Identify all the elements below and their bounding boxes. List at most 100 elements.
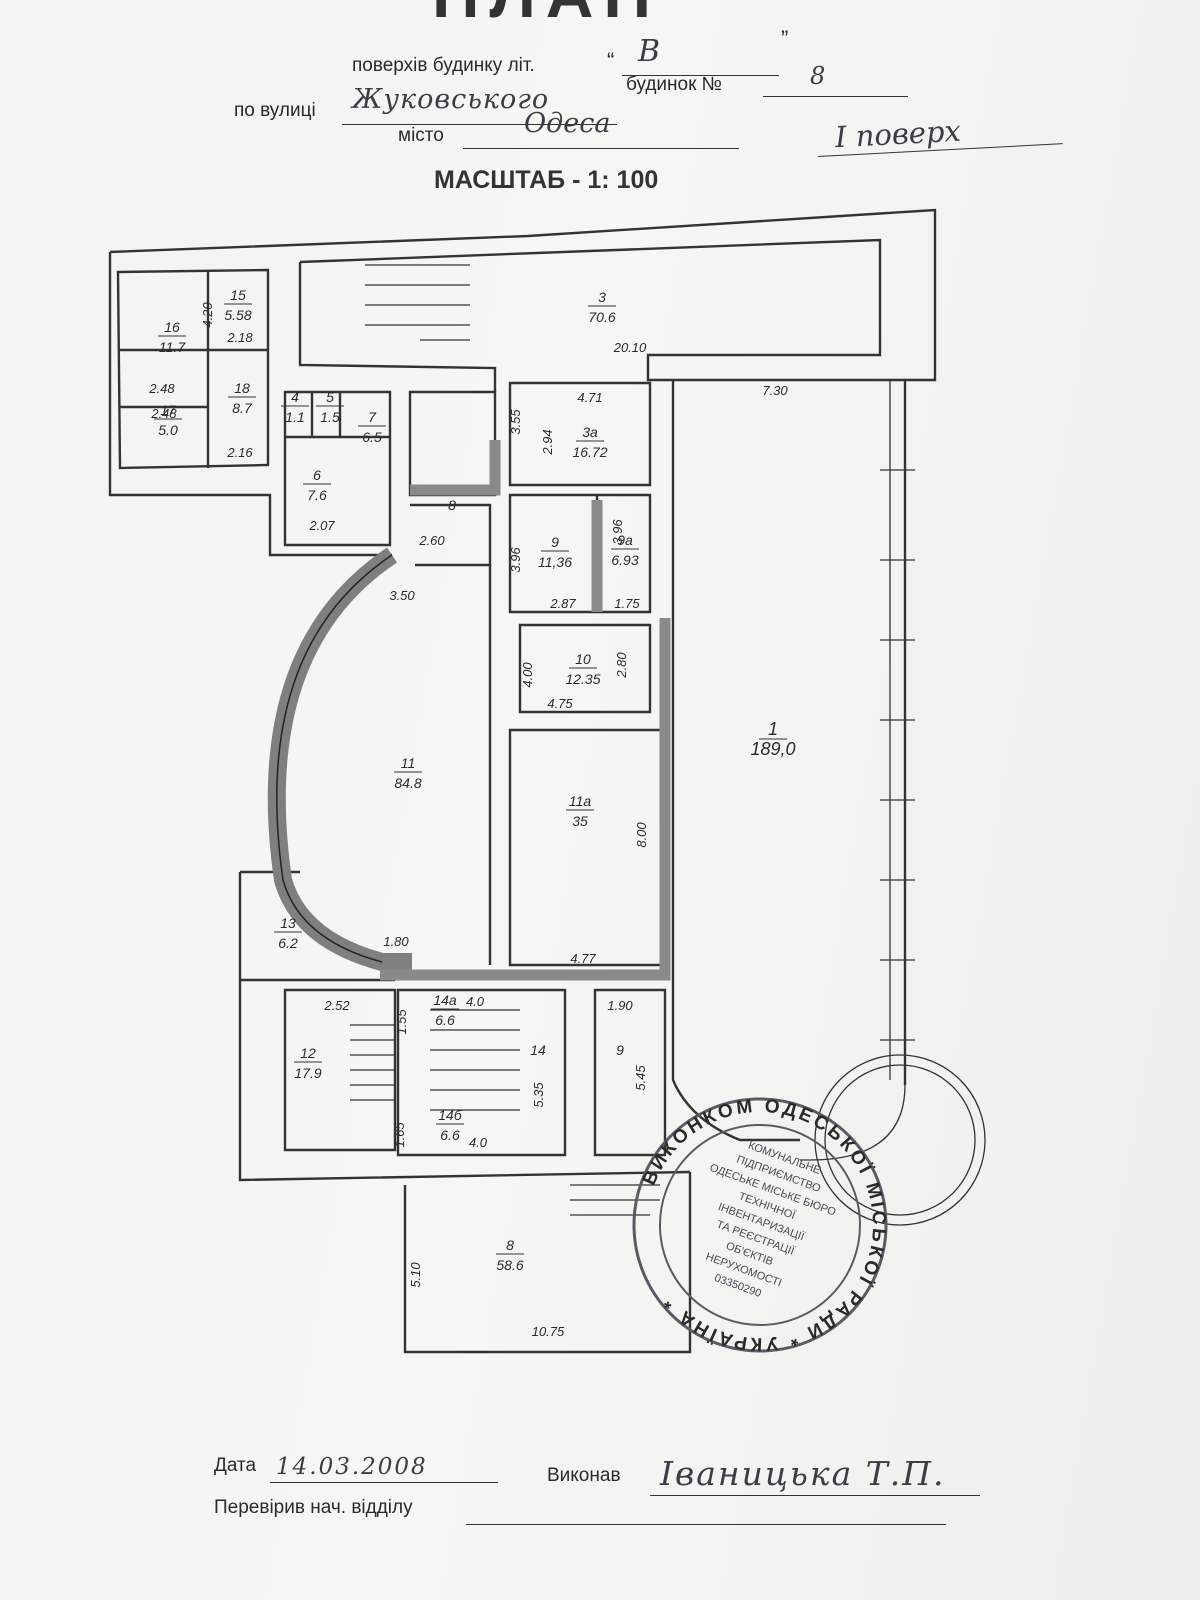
room-number: 10	[575, 651, 591, 667]
room-label: 175.0	[154, 402, 182, 438]
room-label: 136.2	[274, 915, 302, 951]
date-value: 14.03.2008	[276, 1454, 428, 1480]
floors-label: поверхів будинку літ.	[352, 55, 535, 76]
dimension-label: 2.80	[614, 652, 629, 679]
dimension-label: 1.65	[392, 1122, 407, 1148]
room-area: 11.7	[159, 339, 186, 355]
room-label: 188.7	[228, 380, 256, 416]
outer-wall-west-north	[108, 252, 392, 557]
scale-label: МАСШТАБ - 1: 100	[434, 166, 659, 194]
rear-wing-wall	[403, 1172, 692, 1354]
city-name: Одеса	[524, 108, 611, 139]
dimension-label: 2.94	[540, 429, 555, 455]
room-number: 4	[291, 389, 299, 405]
room-area: 6.6	[440, 1127, 460, 1143]
dimension-label: 1.55	[394, 1009, 409, 1035]
room-number: 9	[551, 534, 559, 550]
room-area: 12.35	[565, 671, 600, 687]
room-number: 18	[234, 380, 250, 396]
room-label: 12 17.9	[294, 1045, 322, 1081]
executor-signature: Іваницька Т.П.	[660, 1454, 946, 1493]
room-number: 16	[164, 319, 180, 335]
dimension-label: 2.52	[323, 998, 350, 1013]
dimension-label: 5.10	[408, 1262, 423, 1288]
dimension-label: 4.20	[200, 302, 215, 328]
room-number: 9	[616, 1042, 624, 1058]
room-label: 370.6	[588, 289, 616, 325]
quote-open: “	[607, 48, 615, 73]
room-label: 51.5	[316, 389, 344, 425]
quote-close: ”	[781, 26, 789, 51]
room-number: 3	[598, 289, 606, 305]
house-number: 8	[810, 62, 826, 90]
dimension-label: 1.90	[607, 998, 633, 1013]
checked-label: Перевірив нач. відділу	[214, 1497, 413, 1518]
room-number: 3а	[582, 424, 598, 440]
room-area: 35	[572, 813, 588, 829]
room-area: 189,0	[750, 739, 795, 759]
room-label: 10 12.35	[565, 651, 600, 687]
room-number: 9а	[617, 532, 633, 548]
room-label: 16 11.7	[158, 319, 186, 355]
dimension-label: 5.45	[633, 1065, 648, 1091]
room-label: 858.6	[496, 1237, 524, 1273]
room-label: 41.1	[281, 389, 309, 425]
dimension-label: 4.0	[469, 1135, 488, 1150]
official-stamp: ВИКОНКОМ ОДЕСЬКОЇ МІСЬКОЇ РАДИ * УКРАЇНА…	[594, 1059, 925, 1390]
dimension-label: 3.55	[508, 409, 523, 435]
room-number: 11	[401, 755, 416, 771]
room-number: 8	[506, 1237, 514, 1253]
document-title: ПЛАН	[432, 0, 661, 32]
room-label: 155.58	[224, 287, 252, 323]
room-number: 15	[230, 287, 246, 303]
dimension-label: 4.75	[547, 696, 573, 711]
room-area: 6.6	[435, 1012, 455, 1028]
dimension-label: 3.96	[508, 547, 523, 573]
room-number: 14б	[438, 1107, 463, 1123]
house-label: будинок №	[626, 74, 723, 95]
room-number: 11а	[569, 793, 592, 809]
room-area: 11,36	[538, 554, 572, 570]
room-area: 8.7	[232, 400, 253, 416]
dimension-label: 4.0	[466, 994, 485, 1009]
room-area: 6.2	[278, 935, 298, 951]
dimension-label: 2.60	[418, 533, 445, 548]
room-label: 67.6	[303, 467, 331, 503]
dimension-label: 2.48	[150, 406, 177, 421]
room-number: 17	[160, 402, 177, 418]
room-label: 14	[530, 1042, 546, 1058]
room-number: 1	[768, 719, 778, 739]
dimension-label: 2.87	[549, 596, 576, 611]
room-area: 5.0	[158, 422, 178, 438]
dimension-label: 2.07	[308, 518, 335, 533]
dimension-label: 10.75	[532, 1324, 565, 1339]
executed-label: Виконав	[547, 1465, 621, 1486]
room-area: 84.8	[394, 775, 421, 791]
dimension-label: 5.35	[531, 1082, 546, 1108]
room-number: 13	[280, 915, 296, 931]
date-label: Дата	[214, 1455, 257, 1476]
room-area: 58.6	[496, 1257, 523, 1273]
room-number: 14а	[433, 992, 457, 1008]
room-number: 7	[368, 409, 377, 425]
city-label: місто	[398, 125, 444, 146]
room-area: 17.9	[294, 1065, 321, 1081]
room-number: 12	[300, 1045, 316, 1061]
outer-wall-south-west	[238, 872, 691, 1182]
dimension-label: 3.96	[610, 519, 625, 545]
room-area: 6.5	[362, 429, 382, 445]
dimension-label: 2.48	[148, 381, 175, 396]
room-area: 5.58	[224, 307, 251, 323]
room-number: 5	[326, 389, 334, 405]
dimension-label: 20.10	[613, 340, 647, 355]
room-number: 8	[448, 497, 456, 513]
room-label: 9	[616, 1042, 624, 1058]
dimension-label: 4.71	[577, 390, 602, 405]
room-number: 14	[530, 1042, 546, 1058]
room-label: 76.5	[358, 409, 386, 445]
room-area: 6.93	[611, 552, 638, 568]
